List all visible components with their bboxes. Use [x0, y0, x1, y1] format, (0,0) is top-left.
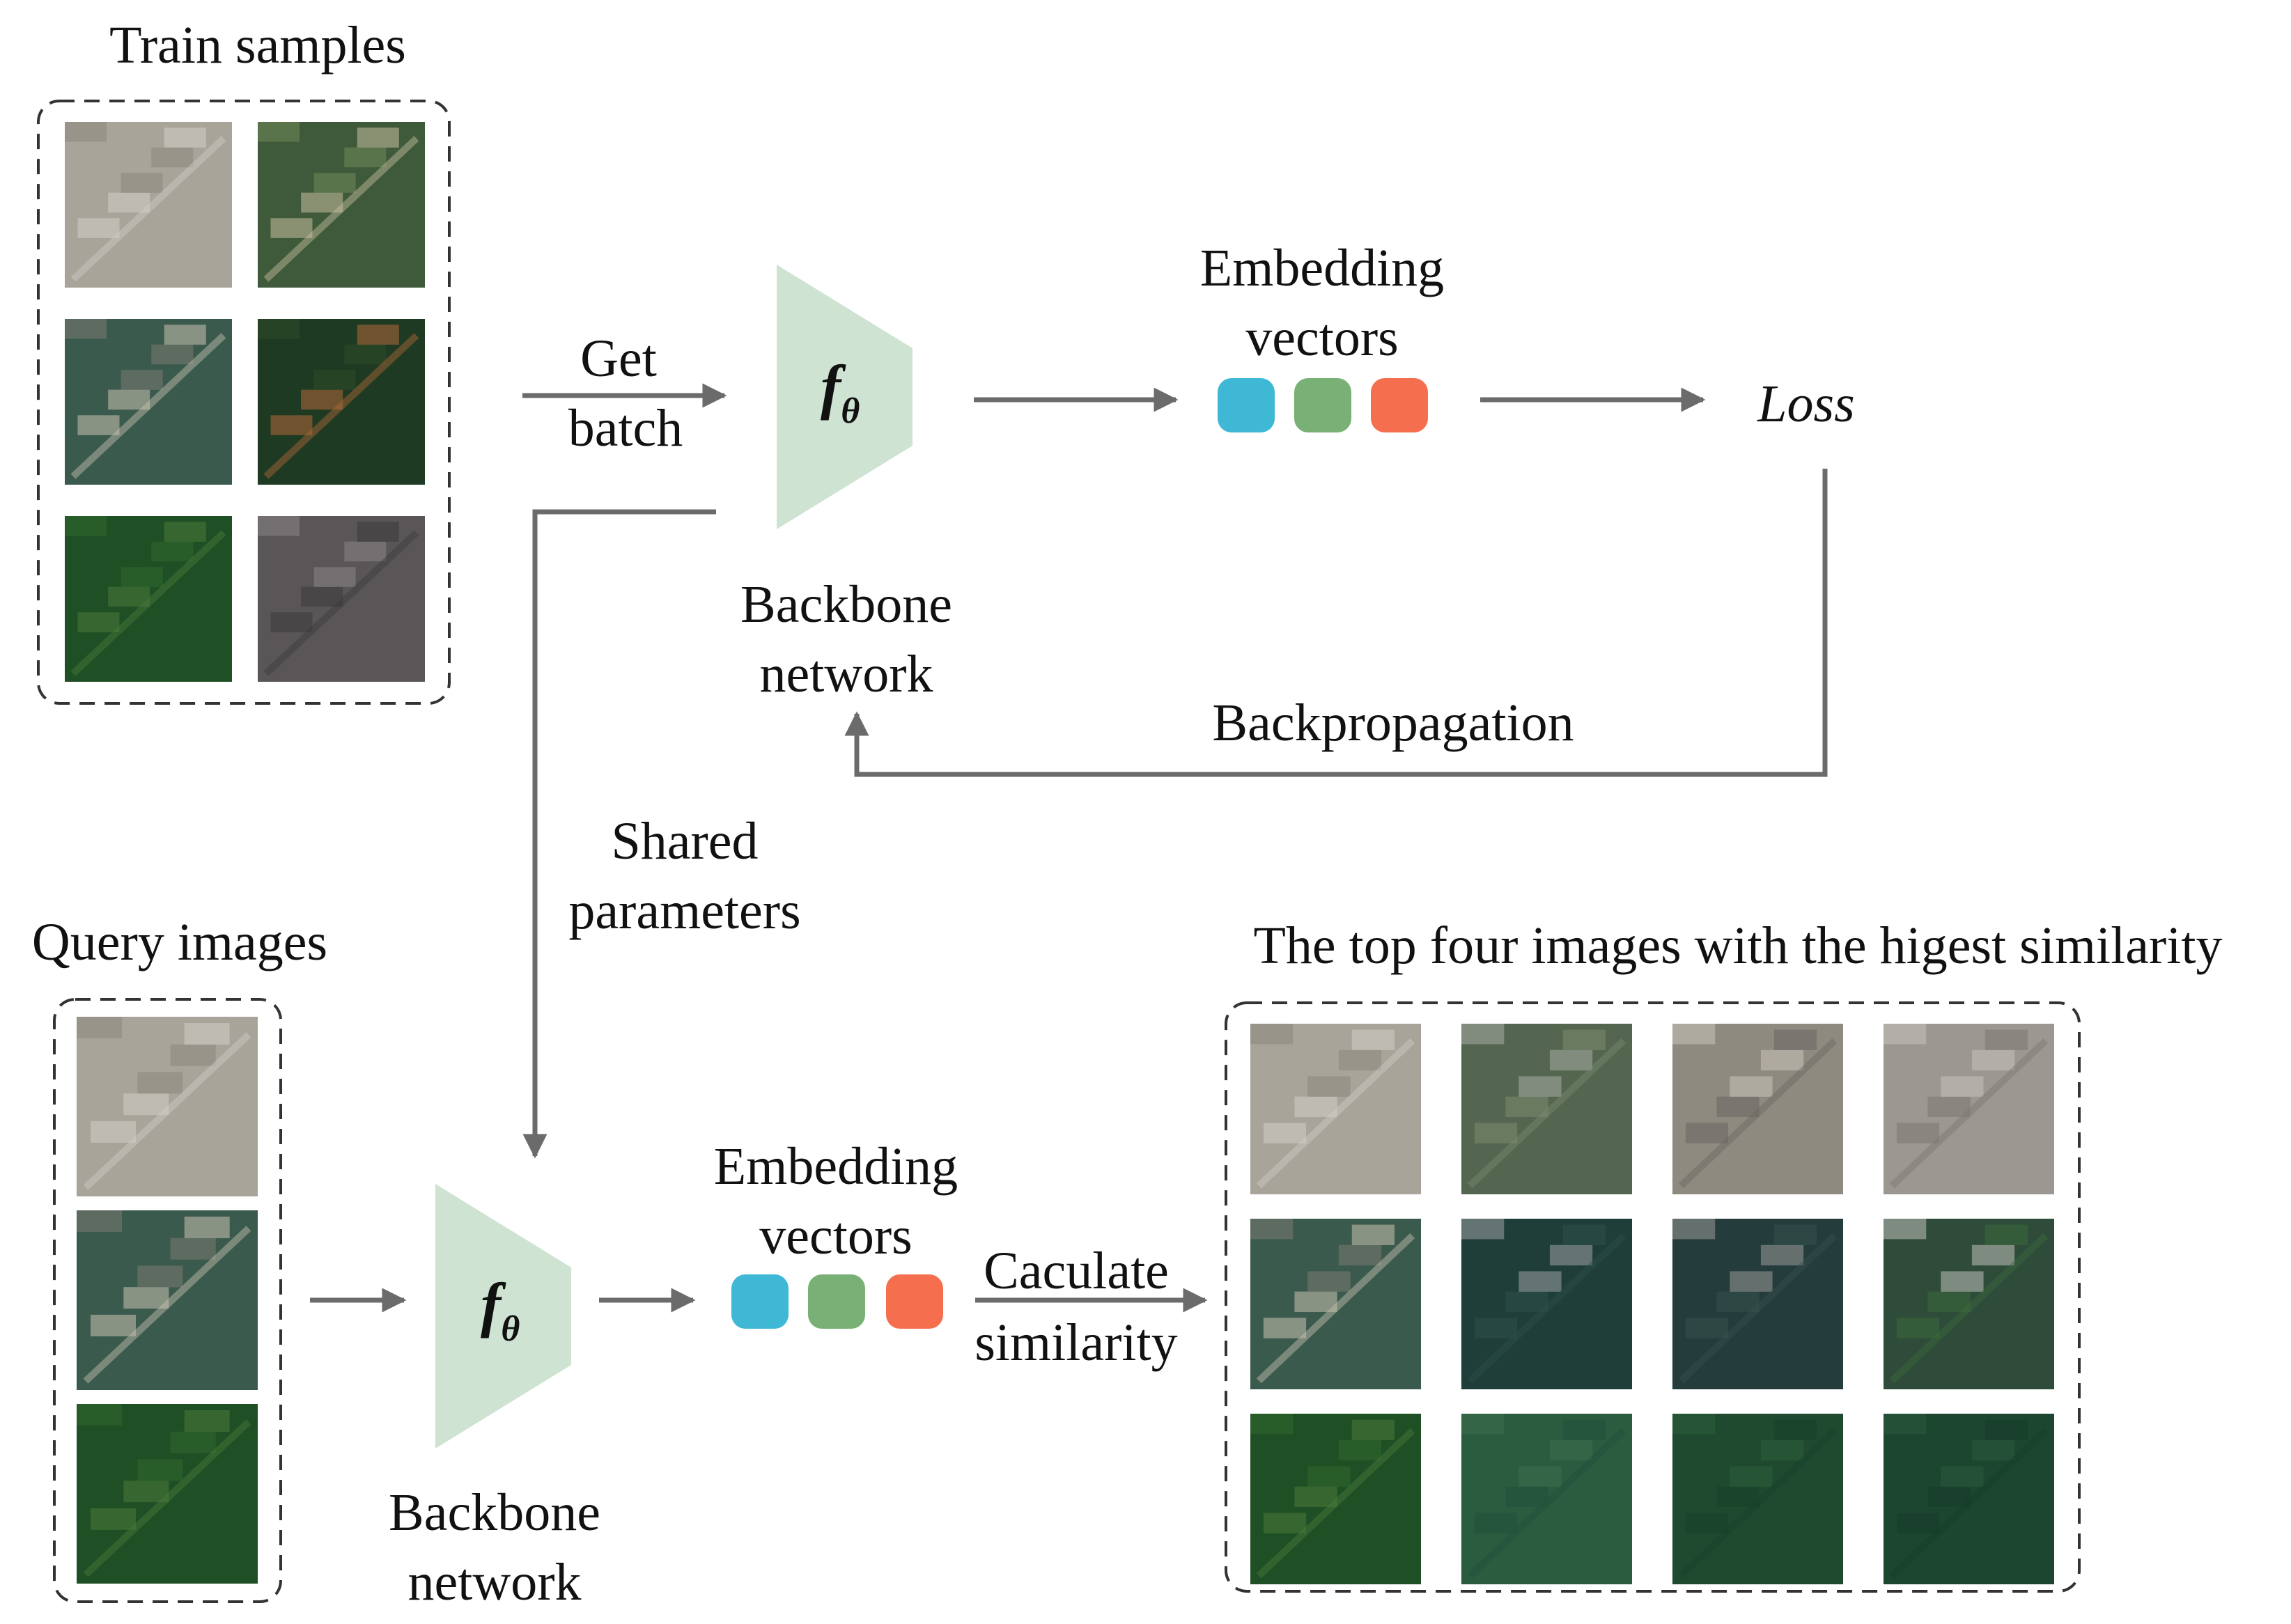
- backbone-top-label-2: network: [759, 645, 933, 703]
- calculate-label: Caculate: [984, 1242, 1169, 1300]
- shared-label-2: parameters: [568, 882, 800, 940]
- result-thumbnail: [1672, 1024, 1843, 1194]
- get-label: Get: [580, 329, 657, 388]
- backbone-top-label-1: Backbone: [740, 575, 952, 634]
- batch-label: batch: [568, 399, 683, 458]
- train-thumbnail: [258, 122, 425, 288]
- query-images-grid: [77, 1017, 258, 1584]
- query-thumbnail: [77, 1404, 258, 1584]
- embedding-bottom-label-2: vectors: [759, 1207, 912, 1265]
- train-samples-frame: [37, 100, 451, 705]
- result-thumbnail: [1672, 1414, 1843, 1584]
- result-thumbnail: [1884, 1024, 2054, 1194]
- embedding-top-label-2: vectors: [1245, 309, 1398, 367]
- backbone-bottom-label-1: Backbone: [389, 1483, 600, 1542]
- results-grid: [1250, 1024, 2054, 1584]
- train-thumbnail: [65, 122, 232, 288]
- train-thumbnail: [65, 319, 232, 485]
- result-thumbnail: [1884, 1414, 2054, 1584]
- query-thumbnail: [77, 1017, 258, 1196]
- embedding-top-vector-green: [1294, 378, 1351, 432]
- embedding-bottom-label-1: Embedding: [714, 1137, 958, 1196]
- embedding-bottom-vector-orange: [886, 1274, 943, 1329]
- train-samples-grid: [65, 122, 425, 682]
- embedding-top-vector-blue: [1218, 378, 1275, 432]
- train-samples-title: Train samples: [109, 16, 406, 75]
- backpropagation-label: Backpropagation: [1212, 694, 1574, 752]
- train-thumbnail: [258, 319, 425, 485]
- embedding-top-label-1: Embedding: [1200, 239, 1444, 297]
- top-four-title: The top four images with the higest simi…: [1254, 916, 2223, 975]
- backpropagation-arrow: [844, 469, 1828, 777]
- shared-parameters-arrow: [522, 509, 716, 1159]
- result-thumbnail: [1461, 1414, 1632, 1584]
- backbone-top-trapezoid: [777, 265, 912, 529]
- shared-label-1: Shared: [611, 812, 758, 870]
- embedding-bottom-vector-blue: [731, 1274, 789, 1329]
- embedding-top-vector-orange: [1371, 378, 1428, 432]
- backbone-bottom-trapezoid: [435, 1184, 571, 1449]
- query-images-title: Query images: [32, 913, 327, 971]
- result-thumbnail: [1672, 1219, 1843, 1389]
- query-images-frame: [53, 998, 282, 1603]
- result-thumbnail: [1884, 1219, 2054, 1389]
- loss-label: Loss: [1757, 375, 1854, 433]
- train-thumbnail: [65, 516, 232, 682]
- query-thumbnail: [77, 1210, 258, 1390]
- backbone-bottom-label-2: network: [407, 1553, 581, 1611]
- result-thumbnail: [1461, 1024, 1632, 1194]
- results-frame: [1225, 1001, 2081, 1593]
- similarity-label: similarity: [974, 1313, 1177, 1372]
- embedding-bottom-vector-green: [808, 1274, 865, 1329]
- result-thumbnail: [1250, 1414, 1421, 1584]
- train-thumbnail: [258, 516, 425, 682]
- result-thumbnail: [1461, 1219, 1632, 1389]
- result-thumbnail: [1250, 1024, 1421, 1194]
- result-thumbnail: [1250, 1219, 1421, 1389]
